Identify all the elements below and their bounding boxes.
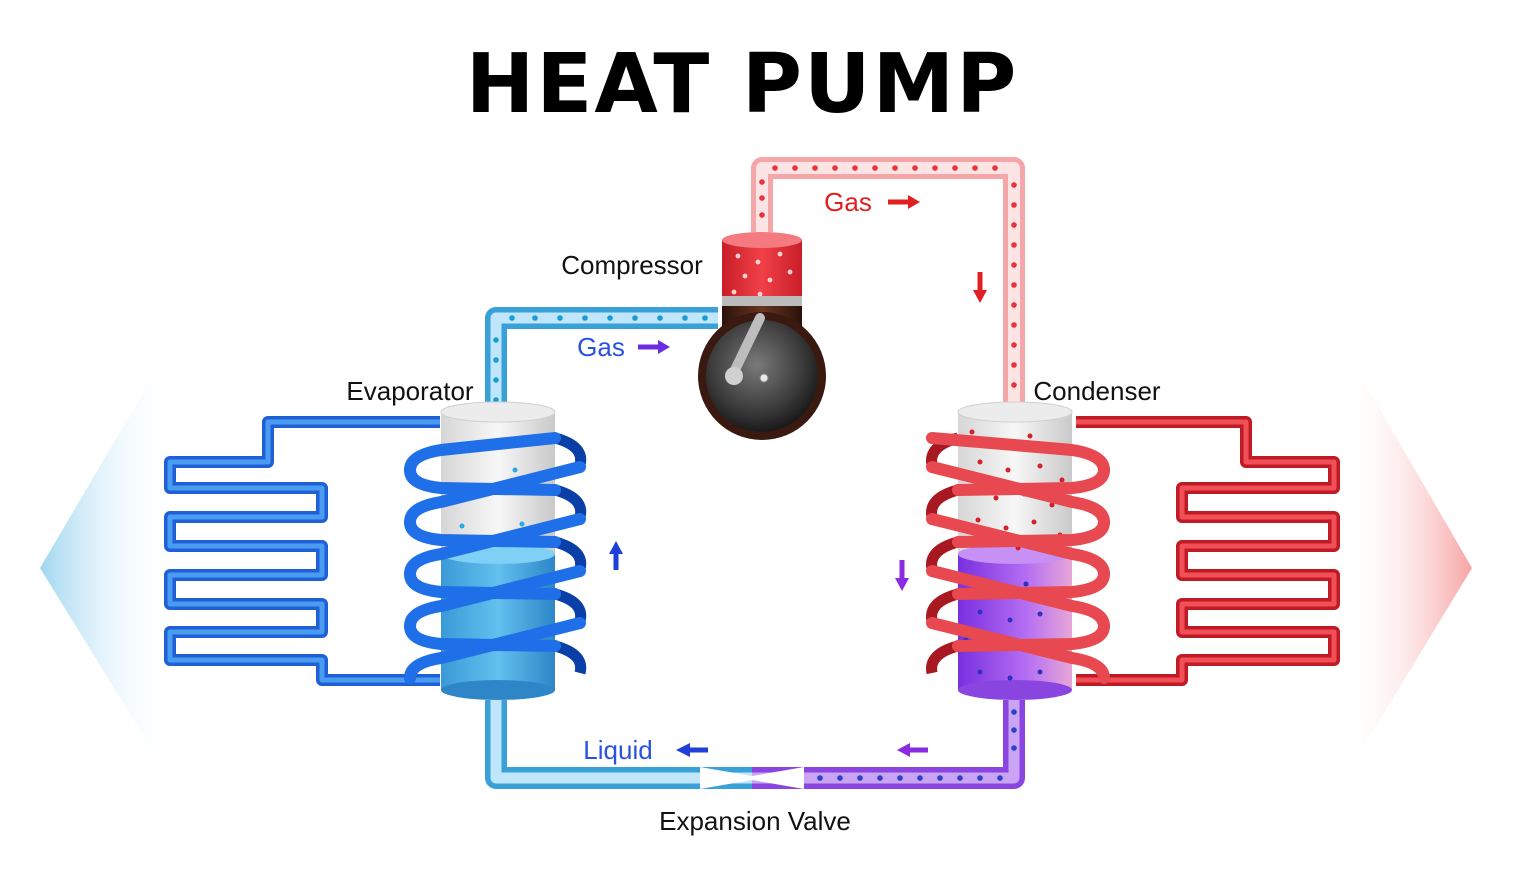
hot-area-arrow: [1342, 344, 1472, 782]
flow-arrow: [897, 743, 928, 757]
flow-arrow: [638, 340, 670, 354]
cold-gas-label: Gas: [577, 332, 625, 362]
expansion-valve-label: Expansion Valve: [659, 806, 851, 836]
evaporator-unit: [404, 401, 587, 700]
compressor-label: Compressor: [561, 250, 703, 280]
hot-radiator-coil: [1076, 416, 1340, 686]
page-title: HEAT PUMP: [466, 37, 1019, 132]
flow-arrow: [973, 272, 987, 303]
compressor-unit: [698, 232, 826, 440]
cold-gas-pipe: [485, 307, 718, 412]
expansion-valve: [700, 767, 804, 789]
evaporator-label: Evaporator: [346, 376, 474, 406]
hot-gas-pipe: [751, 157, 1025, 412]
liquid-label: Liquid: [583, 735, 652, 765]
flow-arrow: [888, 195, 920, 209]
flow-arrow: [676, 743, 708, 757]
flow-arrow: [895, 560, 909, 591]
cold-area-arrow: [40, 344, 172, 782]
liquid-pipe: [485, 700, 1025, 789]
cold-radiator-coil: [164, 416, 440, 686]
condenser-unit: [926, 401, 1110, 700]
hot-gas-label: Gas: [824, 187, 872, 217]
condenser-label: Condenser: [1033, 376, 1161, 406]
flow-arrow: [609, 541, 623, 570]
